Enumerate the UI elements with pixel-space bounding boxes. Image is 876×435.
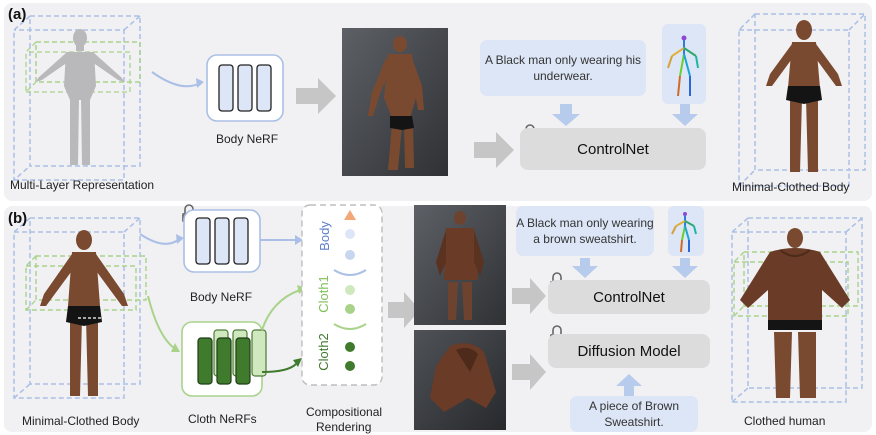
controlnet-b-box: ControlNet xyxy=(548,280,710,314)
controlnet-box: ControlNet xyxy=(520,128,706,170)
minimal-clothed-body-input-label: Minimal-Clothed Body xyxy=(22,414,140,428)
nerf-network-icon xyxy=(206,54,284,122)
prompt-bottom-bubble: A piece of Brown Sweatshirt. xyxy=(570,396,698,432)
arrow-icon xyxy=(261,289,301,331)
stack-label-cloth1: Cloth1 xyxy=(316,275,331,313)
arrow-icon xyxy=(512,278,546,314)
panel-b-tag: (b) xyxy=(8,210,28,227)
arrow-icon xyxy=(512,354,546,390)
clothed-human-result xyxy=(731,217,863,403)
cloth-nerfs-label: Cloth NeRFs xyxy=(188,412,257,426)
arrow-icon xyxy=(151,71,199,88)
arrow-icon xyxy=(261,363,297,373)
body-nerf-label: Body NeRF xyxy=(216,132,279,146)
clothed-human-label: Clothed human xyxy=(744,414,826,428)
sweatshirt-icon xyxy=(414,330,506,430)
arrow-icon xyxy=(296,78,336,114)
human-figure-icon xyxy=(766,20,842,172)
stack-label-body: Body xyxy=(317,221,332,251)
rendered-body-photo xyxy=(342,28,448,176)
panel-a-tag: (a) xyxy=(8,6,27,23)
cloth-nerfs-icon xyxy=(181,321,267,397)
multi-layer-representation xyxy=(13,15,141,182)
stack-label-cloth2: Cloth2 xyxy=(316,333,331,371)
arrow-icon xyxy=(572,258,598,278)
arrow-icon xyxy=(552,104,580,126)
multi-layer-label: Multi-Layer Representation xyxy=(10,178,155,192)
skeleton-pose-icon xyxy=(668,206,704,256)
arrow-icon xyxy=(474,132,514,168)
body-nerf-b-label: Body NeRF xyxy=(190,290,253,304)
arrow-icon xyxy=(616,374,642,396)
rendered-sweatshirt-photo xyxy=(414,205,506,325)
compositional-label: Compositional xyxy=(306,405,383,419)
nerf-network-icon xyxy=(183,209,261,273)
diffusion-model-box: Diffusion Model xyxy=(548,334,710,368)
minimal-clothed-body-label: Minimal-Clothed Body xyxy=(732,180,850,194)
rendering-label: Rendering xyxy=(316,420,372,434)
minimal-clothed-body-result xyxy=(738,13,866,187)
mannequin-figure xyxy=(36,29,124,165)
human-figure-icon xyxy=(40,230,128,396)
arrow-icon xyxy=(672,258,698,278)
arrow-icon xyxy=(139,233,179,245)
arrow-icon xyxy=(147,295,175,349)
prompt-top-bubble: A Black man only wearing a brown sweatsh… xyxy=(516,206,654,256)
skeleton-pose-icon xyxy=(662,24,706,104)
arrow-icon xyxy=(388,292,420,328)
compositional-rendering xyxy=(301,204,383,386)
prompt-bubble: A Black man only wearing his underwear. xyxy=(480,40,646,96)
arrow-icon xyxy=(672,104,698,126)
minimal-clothed-body-input xyxy=(13,217,147,399)
